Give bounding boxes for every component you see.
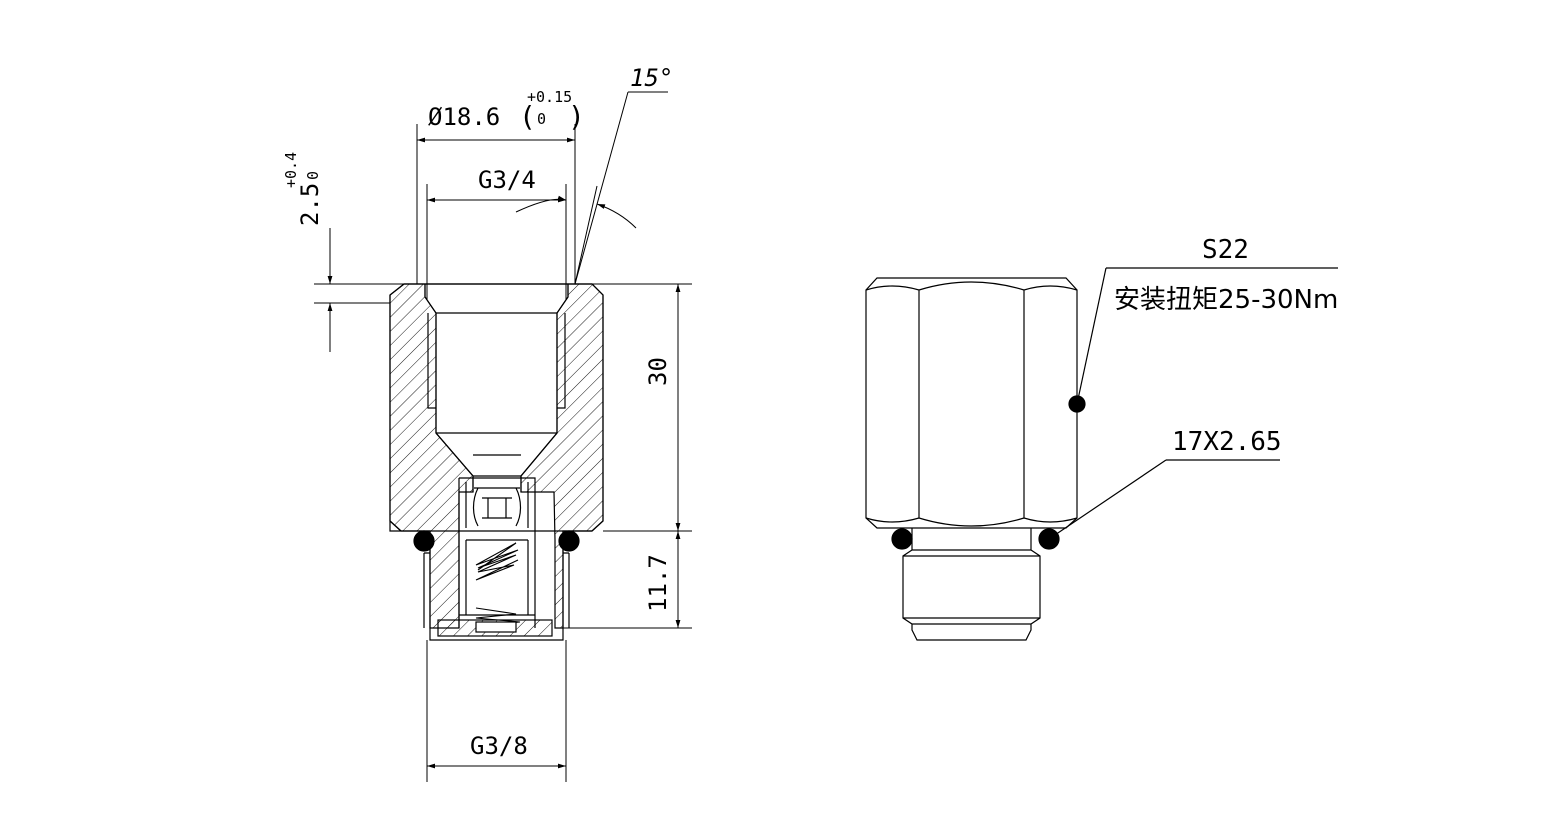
- dim-height-stub: 11.7: [644, 554, 672, 612]
- dim-diameter-bracket-open: (: [519, 100, 536, 133]
- side-stub: [902, 528, 1041, 641]
- section-dimensions: [314, 91, 692, 782]
- dim-depth-tol-lower: 0: [304, 171, 322, 180]
- side-view: [865, 267, 1338, 641]
- body-hatch: [389, 283, 604, 629]
- dim-height-body: 30: [644, 357, 672, 386]
- dim-depth: 2.5: [296, 183, 324, 226]
- hex-body: [865, 277, 1078, 529]
- inner-bore: [424, 284, 569, 492]
- dim-thread-bottom: G3/8: [470, 732, 528, 760]
- section-view: [389, 283, 604, 641]
- oring-right: [558, 530, 580, 552]
- dim-depth-tol-upper: +0.4: [282, 152, 300, 188]
- stub-outline: [423, 531, 570, 641]
- dim-diameter-bracket-close: ): [568, 100, 585, 133]
- label-torque: 安装扭矩25-30Nm: [1114, 285, 1338, 315]
- valve-cage: [458, 477, 536, 628]
- label-hex-size: S22: [1202, 235, 1249, 265]
- section-dimension-labels: Ø18.6 ( +0.15 0 ) 15° G3/4 2.5 +0.4 0 30…: [282, 64, 673, 760]
- hex-edges: [865, 281, 1078, 527]
- oring-left: [413, 530, 435, 552]
- valve-poppet: [472, 487, 522, 527]
- label-oring-size: 17X2.65: [1172, 427, 1282, 457]
- dim-angle: 15°: [630, 64, 673, 92]
- side-view-labels: S22 安装扭矩25-30Nm 17X2.65: [1114, 235, 1338, 457]
- dim-diameter: Ø18.6: [428, 103, 500, 131]
- side-oring-left: [891, 528, 913, 550]
- dim-diameter-tol-upper: +0.15: [527, 88, 572, 106]
- dim-diameter-tol-lower: 0: [537, 110, 546, 128]
- body-outline: [389, 283, 604, 532]
- thread-lines: [427, 312, 566, 477]
- spring: [475, 542, 519, 581]
- dim-thread-top: G3/4: [478, 166, 536, 194]
